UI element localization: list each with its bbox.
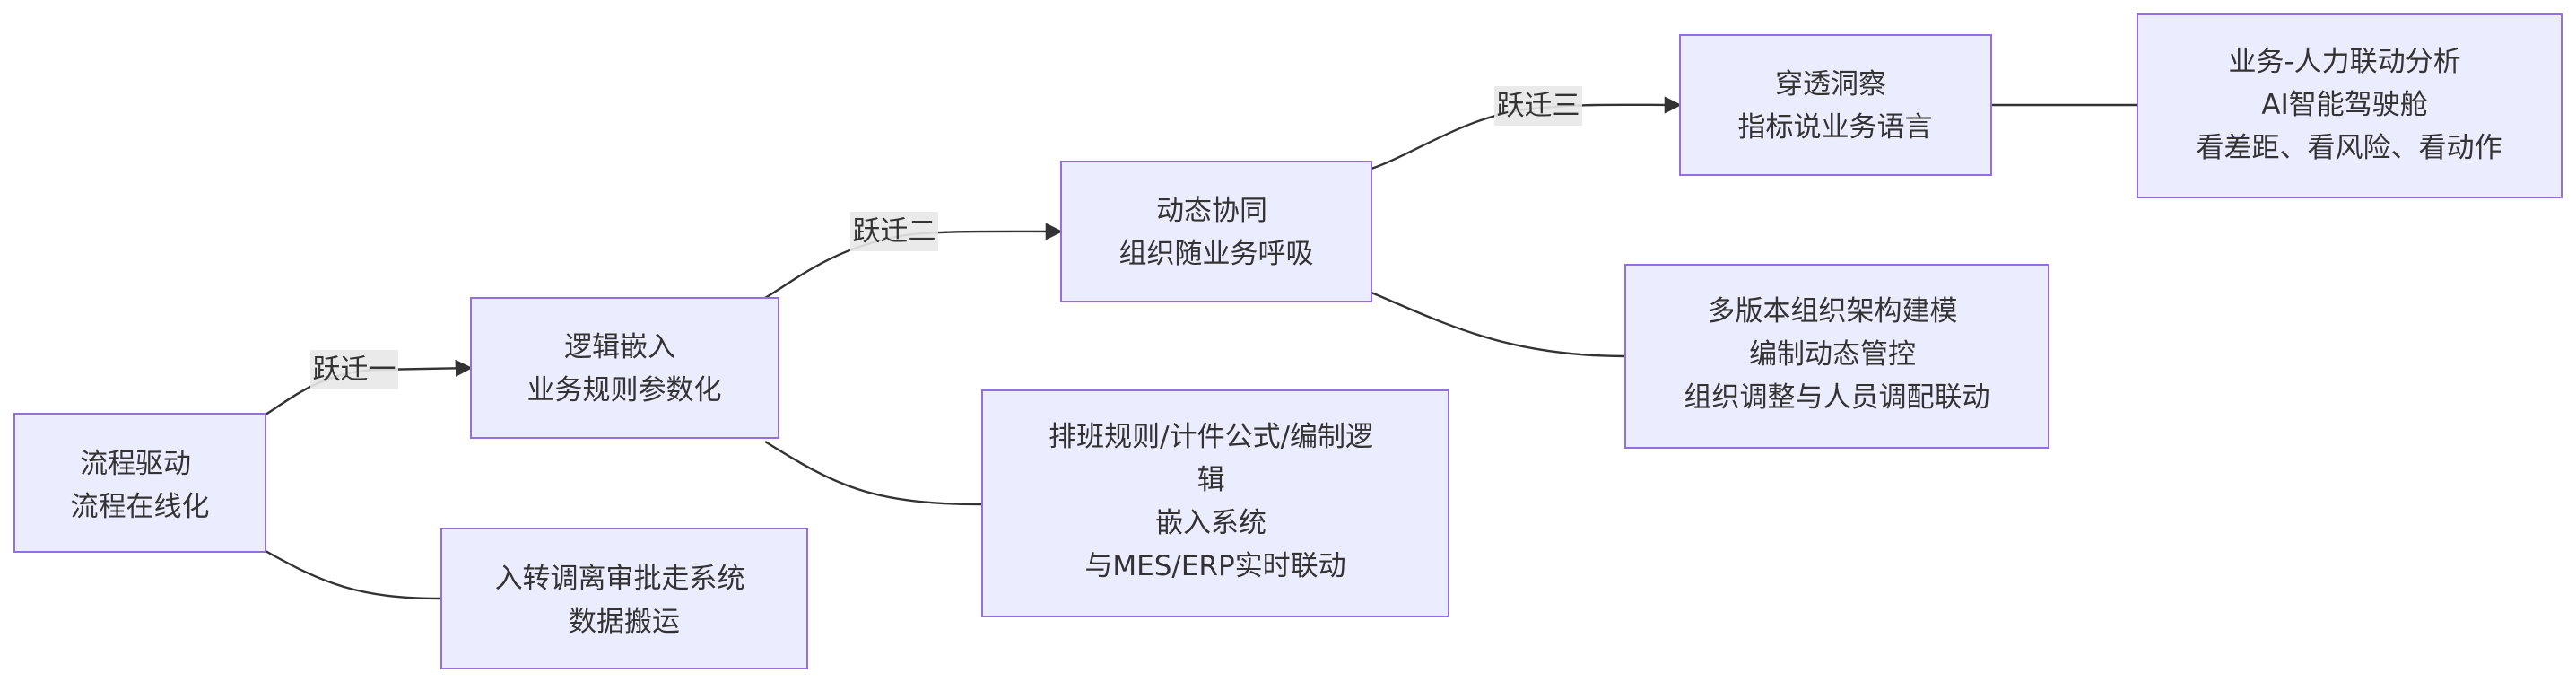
node-line: 流程驱动: [80, 448, 191, 480]
node-line: 数据搬运: [569, 606, 680, 638]
svg-text:动态协同 组织随业务呼吸: 动态协同 组织随业务呼吸: [1119, 195, 1314, 270]
node-line: 逻辑嵌入: [564, 331, 675, 363]
node-penetrating-insight: 穿透洞察 指标说业务语言: [1679, 34, 1992, 176]
node-line: 动态协同: [1156, 195, 1267, 227]
edge-label-leap-two: 跃迁二: [850, 212, 938, 251]
node-line: 穿透洞察: [1775, 68, 1886, 101]
node-multi-version-org: 多版本组织架构建模 编制动态管控 组织调整与人员调配联动: [1624, 264, 2049, 449]
node-line: 组织随业务呼吸: [1119, 238, 1314, 270]
node-line: AI智能驾驶舱: [2261, 89, 2427, 121]
node-dynamic-collab: 动态协同 组织随业务呼吸: [1060, 161, 1372, 302]
svg-text:流程驱动 流程在线化: 流程驱动 流程在线化: [71, 448, 210, 523]
edge-label-leap-one: 跃迁一: [310, 350, 398, 389]
svg-text:穿透洞察 指标说业务语言: 穿透洞察 指标说业务语言: [1738, 68, 1933, 144]
edge-logic-to-rules: [764, 440, 983, 506]
edge-label-text: 跃迁三: [1497, 90, 1580, 122]
edge-process-to-onboarding: [265, 549, 442, 600]
node-line: 看差距、看风险、看动作: [2197, 132, 2502, 164]
node-process-driven: 流程驱动 流程在线化: [13, 413, 266, 553]
svg-text:逻辑嵌入 业务规则参数化: 逻辑嵌入 业务规则参数化: [527, 331, 722, 407]
node-line: 编制动态管控: [1749, 338, 1916, 371]
node-line: 辑: [1197, 464, 1225, 496]
node-line: 指标说业务语言: [1738, 111, 1933, 144]
svg-text:入转调离审批走系统 数据搬运: 入转调离审批走系统 数据搬运: [495, 563, 754, 638]
edge-label-text: 跃迁一: [313, 354, 396, 386]
edge-label-text: 跃迁二: [853, 215, 936, 248]
node-line: 排班规则/计件公式/编制逻: [1049, 421, 1373, 453]
svg-text:多版本组织架构建模 编制动态管控 组: 多版本组织架构建模 编制动态管控 组织调整与人员调配联动: [1684, 295, 1990, 414]
node-line: 流程在线化: [71, 491, 210, 523]
edge-dynamic-to-multiversion: [1371, 291, 1626, 358]
svg-text:业务-人力联动分析 AI智能驾驶舱: 业务-人力联动分析 AI智能驾驶舱 看差距、看风险、看动作: [2197, 46, 2502, 164]
node-line: 组织调整与人员调配联动: [1684, 381, 1990, 414]
node-logic-embedded: 逻辑嵌入 业务规则参数化: [470, 297, 779, 439]
svg-text:排班规则/计件公式/编制逻 辑 嵌入: 排班规则/计件公式/编制逻 辑 嵌入系统 与MES/ERP实时联动: [1049, 421, 1382, 582]
node-onboarding-system: 入转调离审批走系统 数据搬运: [440, 528, 808, 669]
node-business-hr-analysis: 业务-人力联动分析 AI智能驾驶舱 看差距、看风险、看动作: [2137, 13, 2563, 198]
node-line: 业务规则参数化: [527, 374, 722, 407]
node-line: 入转调离审批走系统: [495, 563, 745, 595]
edge-label-leap-three: 跃迁三: [1494, 86, 1582, 126]
node-line: 与MES/ERP实时联动: [1084, 550, 1345, 582]
node-line: 多版本组织架构建模: [1708, 295, 1958, 328]
node-rules-embedding: 排班规则/计件公式/编制逻 辑 嵌入系统 与MES/ERP实时联动: [981, 389, 1449, 617]
node-line: 业务-人力联动分析: [2228, 46, 2460, 78]
node-line: 嵌入系统: [1155, 507, 1266, 539]
